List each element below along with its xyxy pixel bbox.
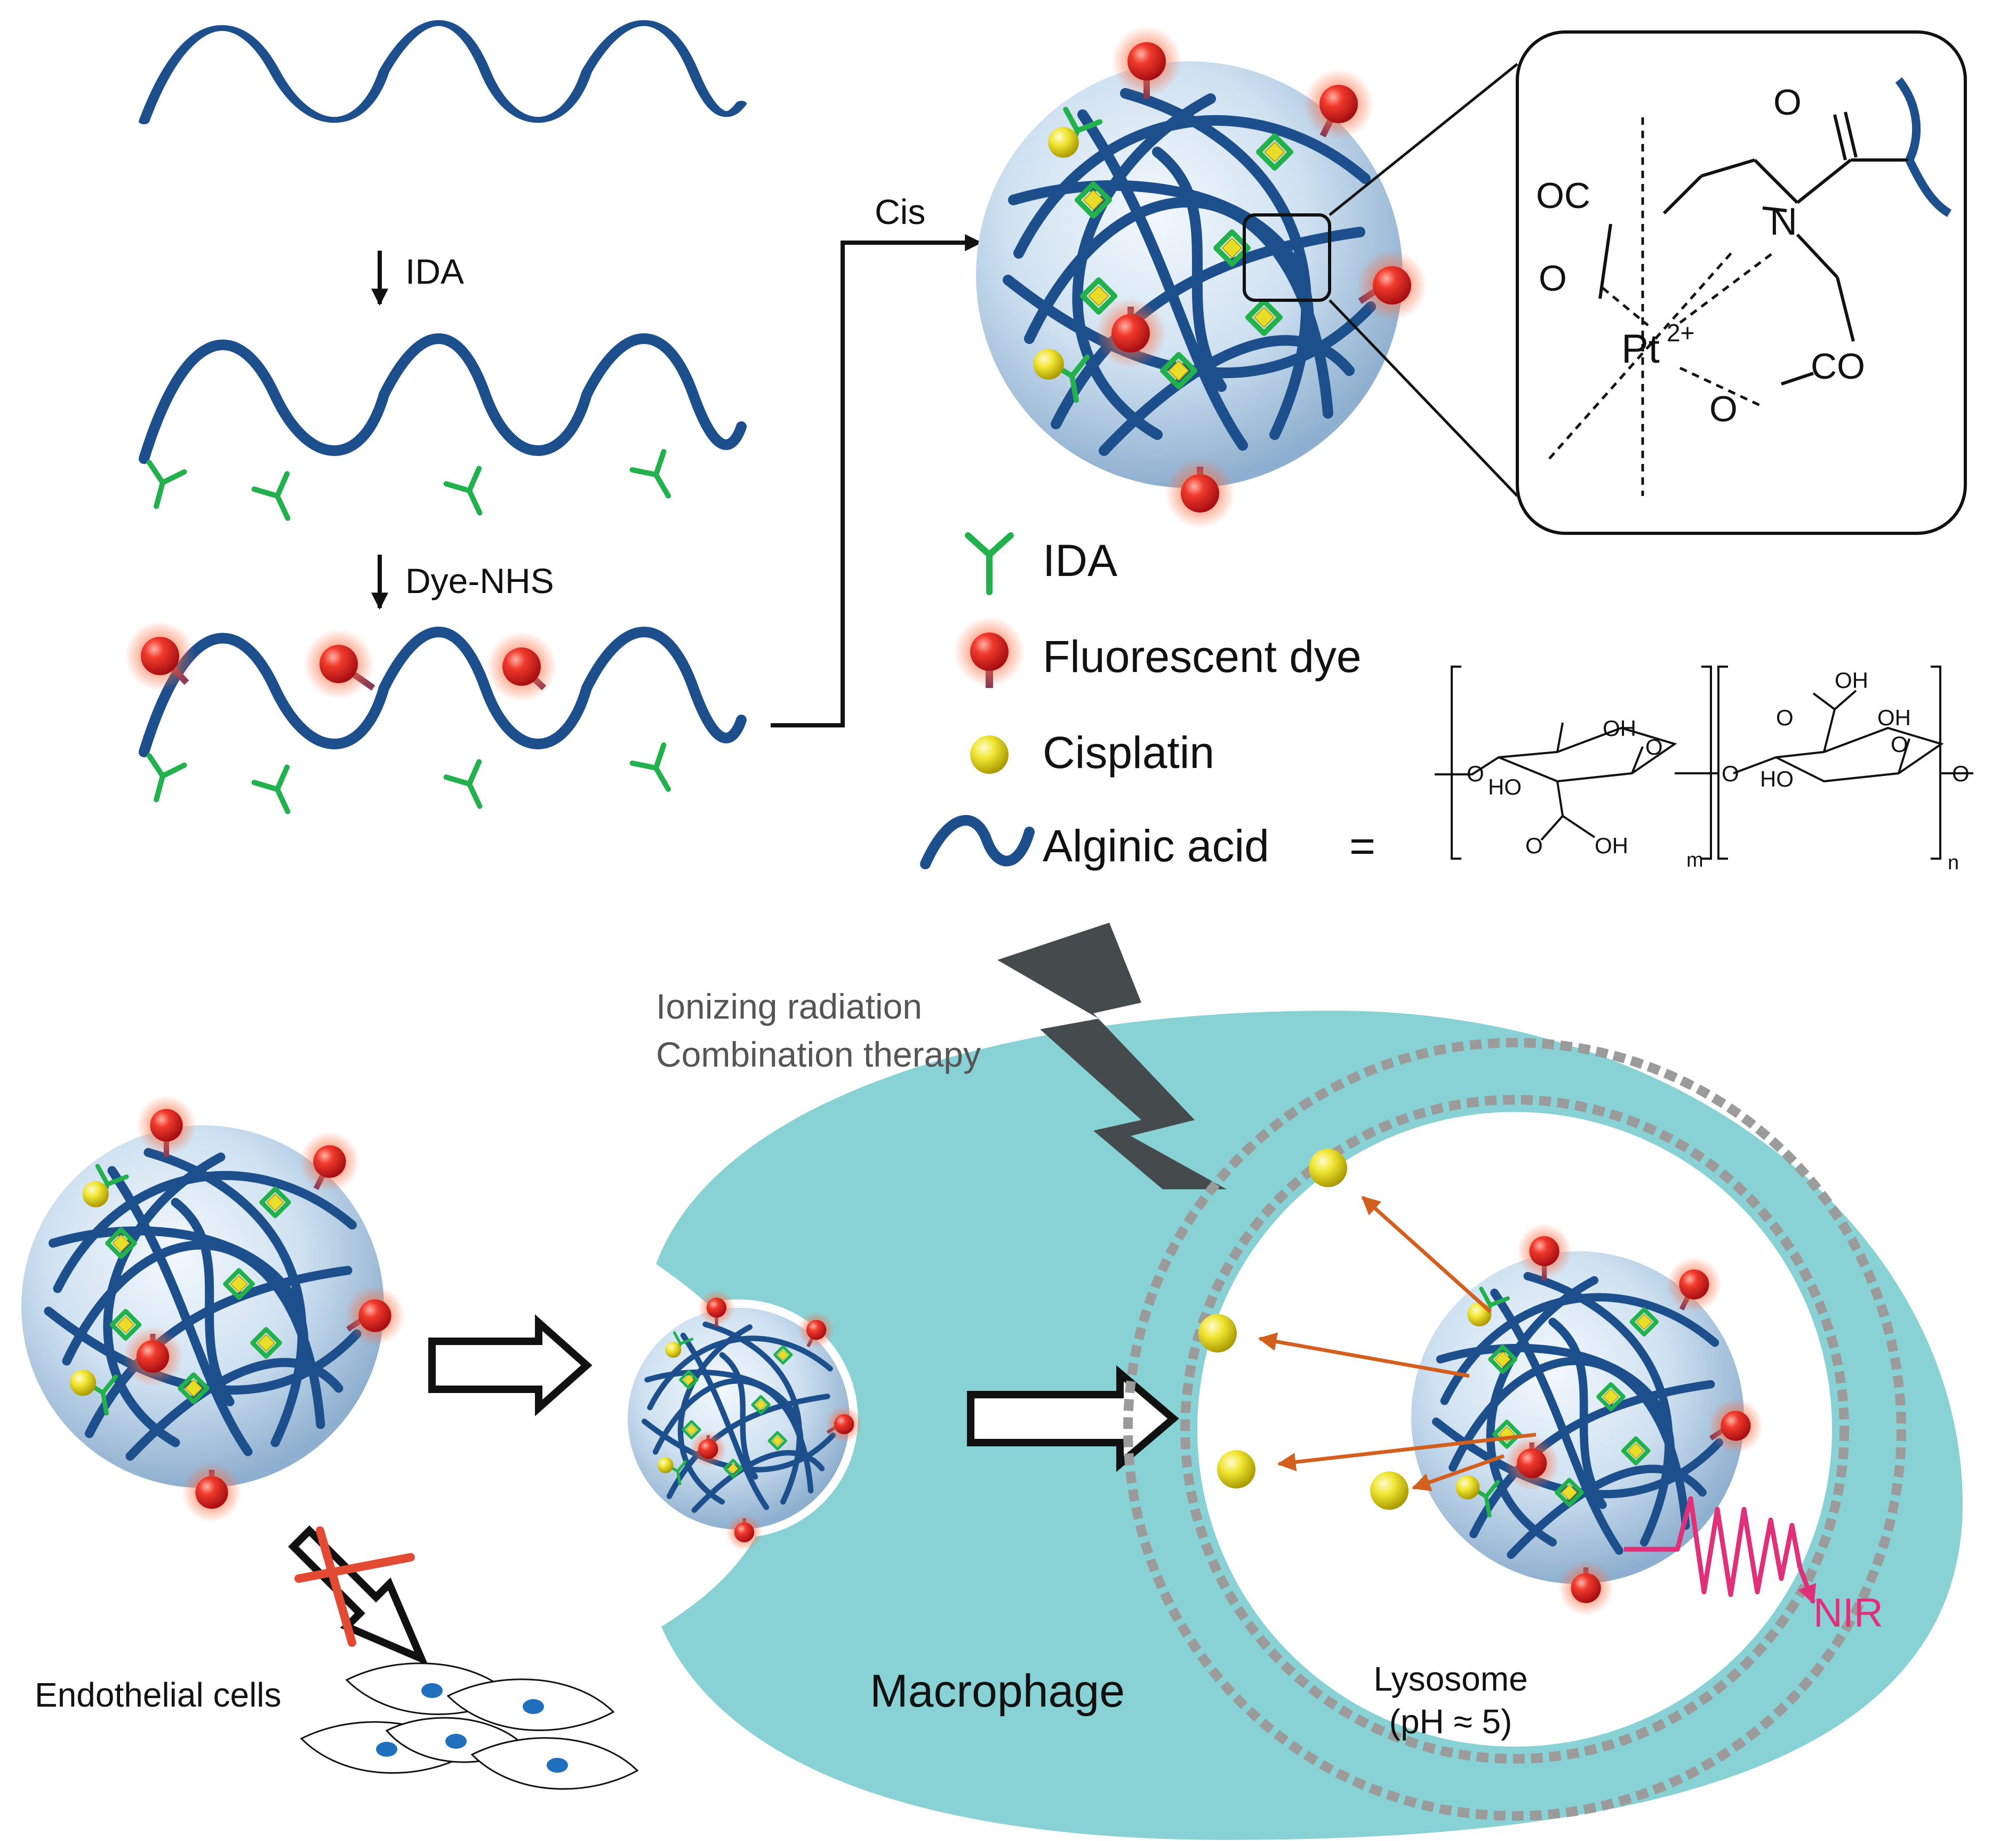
release-arrow [967,1365,1179,1472]
release-arrows [1258,1196,1537,1492]
uptake-arrow [428,1314,593,1416]
cisplatin-loaded-nanoparticle [976,26,1427,529]
zoom-lines [1329,63,1518,497]
inset-pt: Pt [1621,326,1660,372]
cross-mark [294,1526,415,1647]
cisplatin-released-2 [1198,1314,1237,1352]
legend-label-dye: Fluorescent dye [1043,631,1362,682]
yellow-sphere-icon [970,735,1009,774]
cisplatin-released-3 [1217,1450,1255,1488]
nir-emission-wave [1624,1496,1817,1605]
zoom-box [1243,213,1331,302]
inset-co: CO [1811,346,1865,387]
endothelial-label: Endothelial cells [35,1676,282,1714]
struct-o-right: O [1952,761,1970,786]
struct-oh2: OH [1877,705,1911,730]
alginate-structure: OH HO O O O OH m O OH O OH HO O O n [1435,666,1973,874]
radiation-line2: Combination therapy [656,1035,981,1074]
step2-label: Dye-NHS [405,561,554,601]
struct-oh-acid1: OH [1595,833,1628,858]
struct-ho2: HO [1760,766,1794,791]
struct-o-link-mid: O [1722,761,1739,786]
struct-ho1: HO [1488,774,1522,799]
inset-frame [1516,30,1967,535]
legend-label-cisplatin: Cisplatin [1043,727,1214,778]
radiation-line1: Ionizing radiation [656,987,922,1026]
struct-n: n [1948,852,1959,874]
legend-equals: = [1349,821,1375,871]
struct-o-carbonyl1: O [1525,833,1543,858]
inset-o-left: O [1539,258,1567,299]
pt-ida-coordination-inset: OC O N O Pt 2+ O CO [1516,30,1967,535]
nir-label: NIR [1813,1590,1883,1636]
endothelial-cells [300,1662,639,1790]
endocytosing-nanoparticle [619,1290,862,1551]
ida-y-icon [965,532,1014,595]
step1-label: IDA [405,252,464,291]
cis-arrow [771,234,982,727]
lysosome-label: Lysosome [1373,1660,1527,1698]
cisplatin-released-4 [1370,1471,1409,1510]
struct-m: m [1686,849,1703,871]
legend-label-alginic: Alginic acid [1043,821,1269,871]
red-dye-sphere-icon [954,617,1025,688]
plain-alginate-chain [139,20,747,125]
struct-o-link-left: O [1467,761,1484,786]
struct-o-ring1: O [1645,734,1663,759]
inset-n: N [1770,201,1797,243]
ida-grafted-chain [139,333,747,526]
legend: IDA Fluorescent dye Cisplatin Alginic ac… [920,532,1375,871]
dye-labeled-chain [125,621,747,819]
struct-o-carbonyl2: O [1776,705,1794,730]
struct-o-ring2: O [1891,732,1908,757]
free-nanoparticle [21,1095,405,1523]
lysosome-ph-label: (pH ≈ 5) [1389,1702,1513,1741]
lightning-bolt [997,923,1227,1189]
inset-oc: OC [1536,175,1590,216]
struct-oh1: OH [1603,716,1636,741]
macrophage-label: Macrophage [870,1666,1125,1717]
inset-pt-charge: 2+ [1667,319,1694,347]
cisplatin-released-1 [1309,1149,1347,1187]
struct-oh-acid2: OH [1835,668,1868,693]
inset-o-bottom: O [1709,389,1738,429]
blocked-arrow [288,1525,429,1666]
legend-label-ida: IDA [1043,535,1117,586]
cis-label: Cis [875,192,925,231]
inset-o-top: O [1773,82,1802,123]
blue-wave-icon [920,815,1035,869]
